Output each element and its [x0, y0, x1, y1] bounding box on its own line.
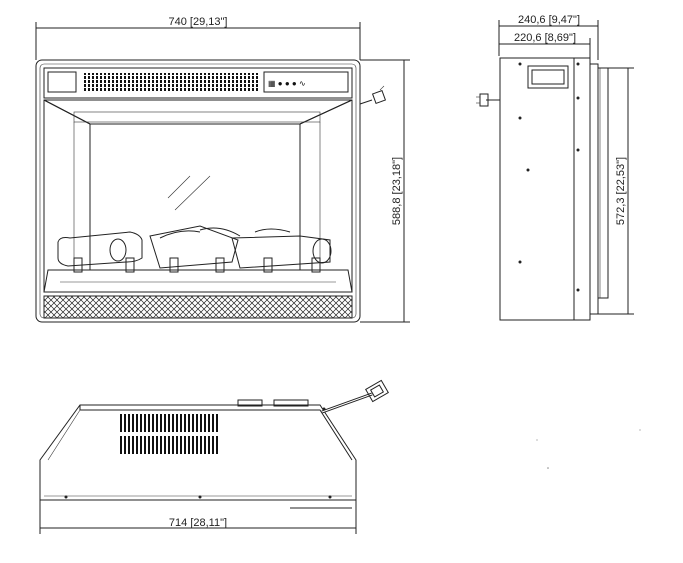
bottom-mesh-grille — [43, 295, 353, 319]
display-icons: ▦ ● ● ● ∿ — [268, 79, 306, 88]
side-depth-inner-label: 220,6 [8,69"] — [514, 32, 576, 44]
logo-box — [47, 71, 77, 93]
side-handle — [527, 65, 569, 89]
top-view: 714 [28,11"] — [39, 379, 389, 534]
front-view: 740 [29,13"] ▦ ● ● ● ∿ — [35, 16, 410, 323]
side-body — [499, 57, 591, 321]
side-height-dimension: 572,3 [22,53"] — [598, 67, 634, 315]
side-rivets — [518, 62, 580, 292]
front-height-dimension: 588,8 [23,18"] — [360, 59, 410, 323]
top-vent-grille — [84, 73, 258, 91]
front-outer-frame — [35, 59, 361, 323]
log-grate — [73, 257, 321, 273]
log-set — [57, 225, 332, 269]
top-vent-grille — [118, 414, 218, 454]
side-view: 240,6 [9,47"] 220,6 [8,69"] — [476, 14, 634, 321]
power-plug-side — [476, 93, 500, 107]
top-width-dimension: 714 [28,11"] — [39, 500, 357, 534]
top-width-label: 714 [28,11"] — [169, 517, 227, 529]
top-tab-left — [237, 399, 263, 407]
power-cord-top — [321, 379, 389, 414]
side-depth-outer-label: 240,6 [9,47"] — [518, 14, 580, 26]
side-depth-inner-dimension: 220,6 [8,69"] — [499, 32, 591, 60]
front-width-label: 740 [29,13"] — [169, 16, 228, 28]
control-panel — [43, 67, 353, 99]
side-height-label: 572,3 [22,53"] — [615, 157, 627, 225]
side-depth-outer-dimension: 240,6 [9,47"] — [498, 14, 599, 60]
power-plug-front — [359, 85, 387, 105]
artifact-dots — [536, 429, 641, 469]
front-width-dimension: 740 [29,13"] — [35, 16, 361, 60]
top-tab-right — [273, 399, 309, 407]
front-height-label: 588,8 [23,18"] — [391, 157, 403, 225]
top-screws — [64, 407, 332, 499]
display-panel — [263, 71, 349, 93]
